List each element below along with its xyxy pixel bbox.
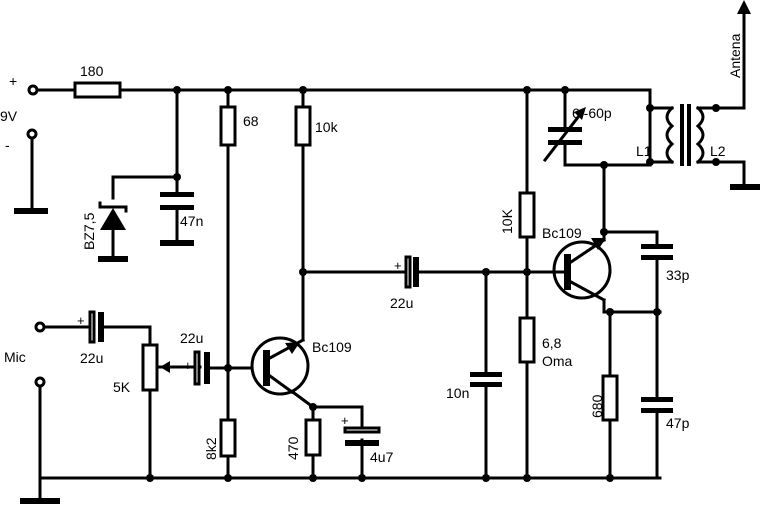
c22u-base-label: 22u [180,330,203,346]
zener-label: BZ7,5 [81,212,97,250]
capacitor-10n [470,372,502,387]
c47p-label: 47p [666,415,690,431]
c22u-coupling-label: 22u [390,295,413,311]
capacitor-33p [641,244,673,260]
mic-label: Mic [4,349,26,365]
ground-symbols [14,184,760,504]
base-cap-plus-sign: + [184,358,192,373]
t1-label: Bc109 [312,339,352,355]
emitter-cap-plus-sign: + [341,413,349,428]
trimmer-label: 6 -60p [572,105,612,121]
r680-label: 680 [589,394,605,418]
ground-icon [98,256,128,262]
capacitor-4u7 [343,426,381,446]
r180-label: 180 [80,63,104,79]
resistor-680 [601,374,619,422]
junctions [146,86,720,482]
supply-minus-terminal [26,128,38,140]
r6-8-unit-label: Oma [542,353,573,369]
resistor-470 [304,418,322,457]
t2-label: Bc109 [542,225,582,241]
c47n-label: 47n [180,213,203,229]
capacitor-22u-input [88,310,104,344]
ground-icon [14,208,48,214]
r8k2-label: 8k2 [203,437,219,460]
resistor-180 [73,81,122,99]
potentiometer-5k [141,343,170,392]
capacitor-47n [160,192,194,210]
c10n-label: 10n [446,385,469,401]
capacitor-22u-coupling [404,255,419,289]
resistor-6-8 [518,316,536,364]
c33p-label: 33p [666,267,690,283]
coupling-cap-plus-sign: + [394,258,402,273]
supply-plus-terminal [27,84,39,96]
r10k-collector-label: 10k [315,119,339,135]
l1-label: L1 [636,143,652,159]
r10k-bias-label: 10K [499,208,515,234]
capacitor-22u-base [193,350,210,386]
resistor-68 [219,105,237,147]
mic-terminal-plus [34,321,46,333]
supply-voltage-label: 9V [0,108,18,124]
resistor-8k2 [219,418,237,458]
c4u7-label: 4u7 [370,449,394,465]
zener-diode [98,201,128,230]
ground-icon [730,184,760,190]
transistor-t2 [525,237,612,303]
mic-cap-plus-sign: + [77,313,85,328]
antenna-label: Antena [727,33,743,78]
ground-icon [160,240,194,246]
ground-icon [20,498,60,504]
terminals [26,84,46,388]
c22u-input-label: 22u [80,350,103,366]
capacitor-47p [641,397,673,413]
trimmer-capacitor [542,107,586,163]
resistor-10k-bias [518,191,536,239]
l2-label: L2 [710,143,726,159]
pot-label: 5K [113,379,131,395]
supply-plus-label: + [9,73,17,89]
r470-label: 470 [285,436,301,460]
wires [30,10,746,502]
transistor-t1 [250,336,310,396]
r68-label: 68 [243,113,259,129]
supply-minus-label: - [5,137,10,153]
mic-terminal-ground [34,376,46,388]
resistor-10k-collector [294,105,312,147]
coil-transformer [648,104,718,166]
r6-8-label: 6,8 [542,335,562,351]
antenna-arrow-icon [737,0,751,14]
